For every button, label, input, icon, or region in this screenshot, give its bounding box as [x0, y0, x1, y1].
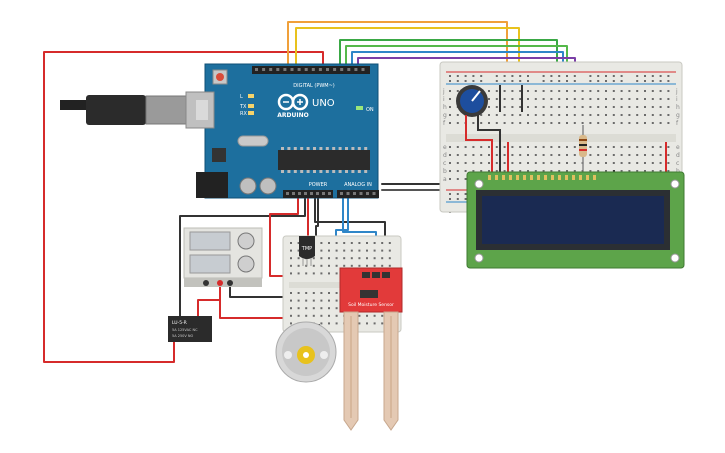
svg-text:j: j: [442, 88, 445, 95]
l-led-label: L: [240, 94, 243, 100]
capacitor-1: [239, 177, 257, 195]
crystal: [237, 135, 269, 147]
svg-text:e: e: [676, 144, 680, 151]
svg-text:h: h: [443, 104, 447, 111]
tx-led-label: TX: [239, 104, 247, 110]
voltage-knob[interactable]: [237, 232, 255, 250]
arduino-uno: DIGITAL (PWM~) ARDUINO UNO ON L TX RX: [60, 63, 379, 199]
svg-text:c: c: [443, 160, 446, 167]
svg-text:d: d: [676, 152, 680, 159]
power-supply: [183, 227, 263, 287]
atmega-chip: [278, 150, 370, 170]
lcd-screen: [482, 196, 664, 244]
svg-text:g: g: [676, 112, 680, 119]
breadboard-top-holes: [449, 75, 670, 200]
svg-text:j: j: [675, 88, 678, 95]
brand-label: ARDUINO: [277, 112, 308, 119]
usb-cable: [60, 91, 215, 129]
soil-moisture-sensor: Soil Moisture Sensor: [339, 267, 403, 431]
chip-pins: [281, 147, 368, 173]
wire-black-gnd: [179, 195, 306, 319]
tmp-label: TMP: [301, 246, 312, 252]
lcd-pins: [488, 175, 596, 180]
svg-text:i: i: [676, 96, 678, 103]
relay: LU-5-R 5A 125VAC NC 5A 250V NO: [168, 316, 212, 342]
rx-led-label: RX: [240, 111, 247, 117]
motor-shaft-gear: [297, 346, 315, 364]
wire-red-pot: [465, 115, 493, 185]
svg-text:b: b: [443, 168, 447, 175]
power-header: [283, 190, 333, 198]
wire-black-pot: [477, 115, 501, 185]
analog-header: [337, 190, 379, 198]
potentiometer[interactable]: [456, 85, 488, 117]
svg-text:d: d: [443, 152, 447, 159]
svg-text:c: c: [676, 160, 679, 167]
temperature-sensor: TMP: [299, 236, 315, 266]
on-led-label: ON: [366, 107, 374, 113]
svg-text:h: h: [676, 104, 680, 111]
on-led: [356, 106, 363, 110]
digital-header: [252, 66, 370, 74]
wire-red-loop: [43, 51, 324, 363]
resistor: [579, 125, 587, 170]
svg-text:i: i: [443, 96, 445, 103]
relay-spec-1: 5A 125VAC NC: [172, 328, 198, 332]
soil-sensor-label: Soil Moisture Sensor: [348, 302, 394, 308]
dc-motor: [275, 321, 337, 383]
lcd-module: [466, 171, 685, 269]
wire-red-relay2: [197, 299, 221, 319]
breadboard-middle-holes: [290, 242, 391, 325]
digital-pins: [255, 68, 365, 71]
power-label: POWER: [309, 182, 328, 188]
arduino-logo: [277, 93, 309, 111]
model-label: UNO: [312, 98, 335, 109]
power-jack: [196, 172, 228, 198]
relay-label: LU-5-R: [172, 320, 187, 326]
capacitor-2: [259, 177, 277, 195]
digital-label: DIGITAL (PWM~): [293, 83, 335, 89]
analog-label: ANALOG IN: [344, 182, 372, 188]
current-knob[interactable]: [237, 255, 255, 273]
svg-text:a: a: [443, 176, 447, 183]
relay-spec-2: 5A 250V NO: [172, 334, 194, 338]
svg-text:f: f: [676, 120, 679, 127]
bottom-pins: [286, 192, 376, 195]
svg-text:g: g: [443, 112, 447, 119]
svg-text:e: e: [443, 144, 447, 151]
svg-text:f: f: [443, 120, 446, 127]
